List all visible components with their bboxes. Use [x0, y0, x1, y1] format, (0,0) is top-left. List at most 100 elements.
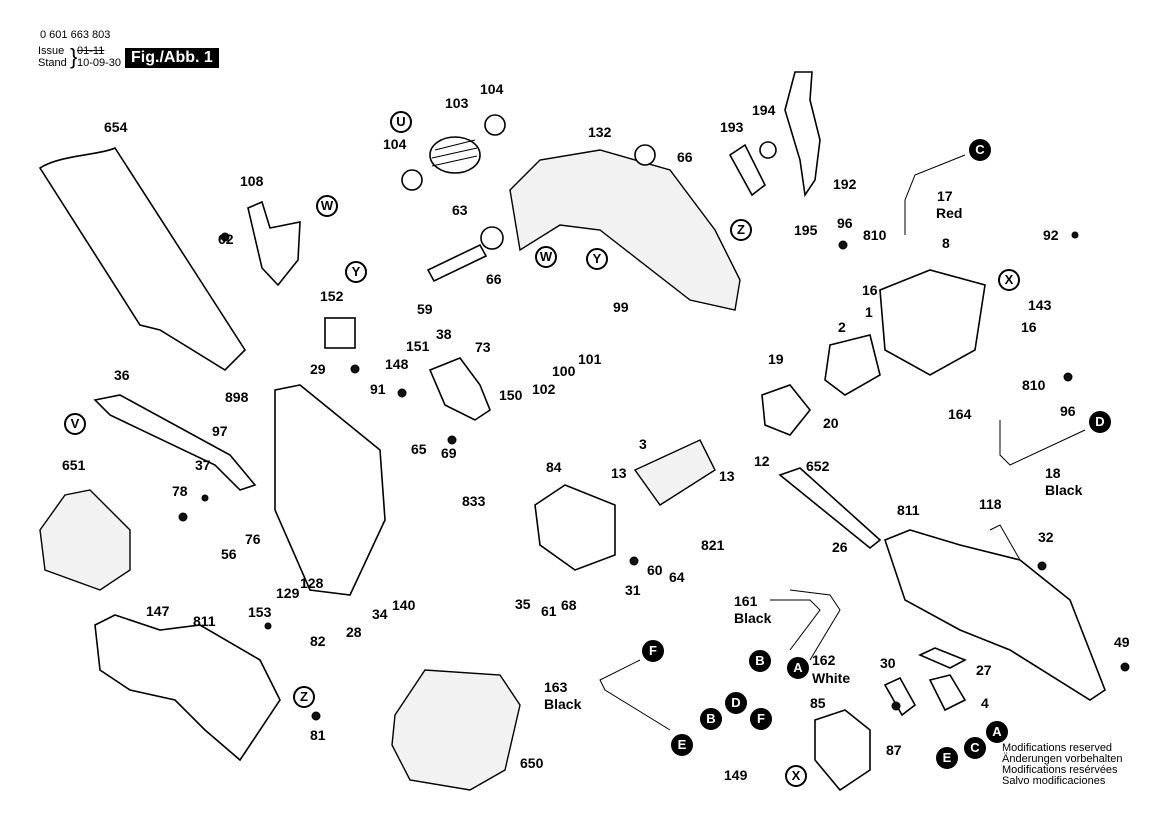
part-number-label: 108 [240, 173, 264, 189]
part-number-label: 91 [370, 381, 386, 397]
part-number-label: 101 [578, 351, 602, 367]
spring-part [429, 136, 481, 174]
motor-housing-part [879, 269, 986, 376]
clamp-part [324, 317, 356, 349]
part-number-label: 27 [976, 662, 992, 678]
part-number-label: 151 [406, 338, 430, 354]
part-number-label: 652 [806, 458, 830, 474]
wire-red [904, 154, 966, 235]
part-number-label: 13 [611, 465, 627, 481]
wire-color-label: Red [936, 205, 963, 221]
part-number-label: 19 [768, 351, 784, 367]
link-part [728, 143, 767, 197]
part-number-label: 150 [499, 387, 523, 403]
part-number-label: 36 [114, 367, 130, 383]
part-number-label: 104 [480, 81, 504, 97]
notice-fr: Modifications resérvées [1002, 764, 1118, 776]
part-number-label: 73 [475, 339, 491, 355]
part-number-label: 132 [588, 124, 612, 140]
part-number-label: 833 [462, 493, 486, 509]
switch-cover-part [814, 709, 871, 792]
notice-de: Änderungen vorbehalten [1002, 753, 1123, 765]
part-number-label: 3 [639, 436, 647, 452]
part-number-label: 81 [310, 727, 326, 743]
part-number-label: 164 [948, 406, 972, 422]
modifications-notice: Modifications reserved Änderungen vorbeh… [1002, 743, 1122, 787]
part-number-label: 811 [193, 613, 216, 629]
part-number-label: 17 [937, 188, 953, 204]
switch-module-part [928, 674, 967, 712]
part-number-label: 49 [1114, 634, 1130, 650]
part-number-label: 163 [544, 679, 568, 695]
dust-bag-part [38, 146, 247, 372]
connector-marker-x: X [998, 269, 1020, 291]
part-number-label: 152 [320, 288, 344, 304]
brush-plate-part [761, 384, 812, 436]
connector-marker-a: A [986, 721, 1008, 743]
part-number-label: 66 [677, 149, 693, 165]
part-number-label: 8 [942, 235, 950, 251]
connector-marker-w: W [535, 246, 557, 268]
part-number-label: 97 [212, 423, 228, 439]
part-number-label: 103 [445, 95, 469, 111]
part-number-label: 30 [880, 655, 896, 671]
part-number-label: 811 [897, 502, 920, 518]
wire-162-white [789, 589, 841, 661]
deflector-part [247, 200, 301, 287]
part-number-label: 100 [552, 363, 576, 379]
part-number-label: 149 [724, 767, 748, 783]
part-number-label: 821 [701, 537, 725, 553]
stand-value: 10-09-30 [77, 57, 122, 69]
part-number-label: 148 [385, 356, 409, 372]
part-number-label: 28 [346, 624, 362, 640]
part-number-label: 153 [248, 604, 272, 620]
wire-color-label: Black [544, 696, 582, 712]
part-number-label: 16 [1021, 319, 1037, 335]
part-number-label: 4 [981, 695, 989, 711]
wrench-part [778, 467, 882, 550]
armature-part [633, 439, 716, 506]
part-number-label: 82 [310, 633, 326, 649]
part-number-label: 104 [383, 136, 407, 152]
switch-part [883, 676, 917, 717]
wire-color-label: Black [734, 610, 772, 626]
connector-marker-x: X [785, 765, 807, 787]
part-number-label: 161 [734, 593, 758, 609]
part-number-label: 85 [810, 695, 826, 711]
part-number-label: 12 [754, 453, 770, 469]
part-number: 0 601 663 803 [40, 29, 111, 41]
pivot-pin-part [426, 243, 488, 283]
hex-key-part [989, 524, 1021, 561]
connector-marker-d: D [725, 692, 747, 714]
housing-half-part [884, 529, 1106, 701]
lever-arm-part [784, 71, 821, 198]
wire-color-label: White [812, 670, 851, 686]
part-number-label: 69 [441, 445, 457, 461]
connector-marker-b: B [700, 708, 722, 730]
part-number-label: 35 [515, 596, 531, 612]
label-plate-part [918, 647, 967, 669]
part-number-label: 147 [146, 603, 170, 619]
part-number-label: 76 [245, 531, 261, 547]
part-number-label: 651 [62, 457, 86, 473]
charger-part [391, 669, 521, 791]
bushing-part [401, 169, 423, 191]
gear-housing-part [534, 484, 616, 571]
battery-part [39, 489, 131, 591]
bearing-plate-part [428, 357, 491, 421]
issue-value: 01-11 [77, 45, 105, 57]
connector-marker-f: F [642, 640, 664, 662]
part-number-label: 18 [1045, 465, 1061, 481]
connector-marker-f: F [750, 708, 772, 730]
part-number-label: 60 [647, 562, 663, 578]
part-number-label: 2 [838, 319, 846, 335]
part-number-label: 84 [546, 459, 562, 475]
part-number-label: 195 [794, 222, 818, 238]
connector-marker-z: Z [730, 219, 752, 241]
connector-marker-c: C [969, 139, 991, 161]
bushing-part [484, 114, 506, 136]
part-number-label: 31 [625, 582, 641, 598]
wire-black [999, 420, 1086, 466]
part-number-label: 650 [520, 755, 544, 771]
part-number-label: 810 [1022, 377, 1046, 393]
